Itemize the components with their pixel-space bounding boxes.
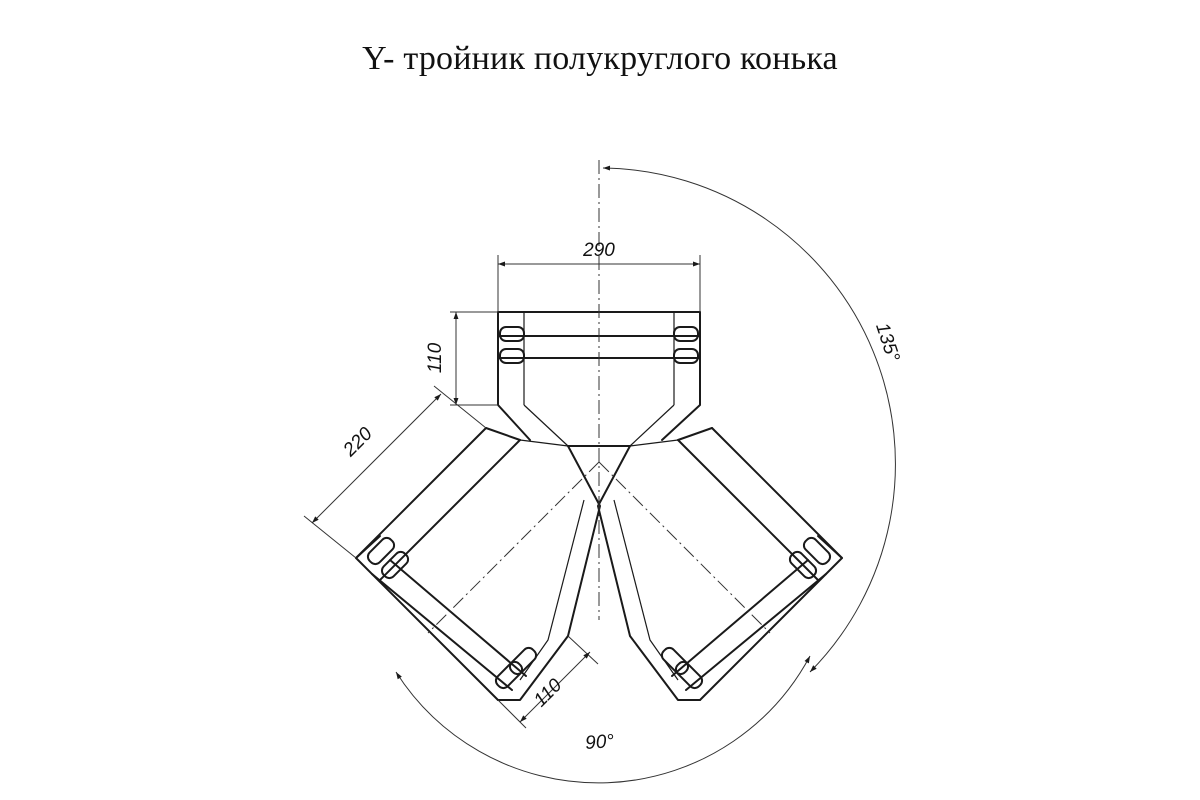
dim-label-branch-length: 220: [339, 423, 377, 461]
rivet-icon: [499, 326, 525, 342]
dimension-angle-135: 135°: [602, 165, 903, 673]
rivet-icon: [499, 348, 525, 364]
center-axes: [427, 160, 771, 634]
left-branch: [355, 427, 601, 701]
dimension-top-height: 110: [425, 311, 498, 406]
dim-label-top-height: 110: [425, 342, 446, 373]
rivet-icon: [508, 646, 538, 676]
dimension-angle-90: 90°: [395, 655, 811, 784]
rivet-icon: [674, 660, 704, 690]
rivet-icon: [673, 326, 699, 342]
right-branch: [597, 427, 843, 701]
drawing-title: Y- тройник полукруглого конька: [362, 40, 838, 77]
rivet-icon: [494, 660, 524, 690]
rivet-icon: [366, 536, 396, 566]
rivet-icon: [660, 646, 690, 676]
dimension-branch-length: 220: [303, 385, 487, 559]
dim-label-top-width: 290: [582, 240, 615, 261]
rivet-icon: [673, 348, 699, 364]
dim-label-angle-branches: 90°: [585, 731, 616, 754]
rivet-icon: [380, 550, 410, 580]
